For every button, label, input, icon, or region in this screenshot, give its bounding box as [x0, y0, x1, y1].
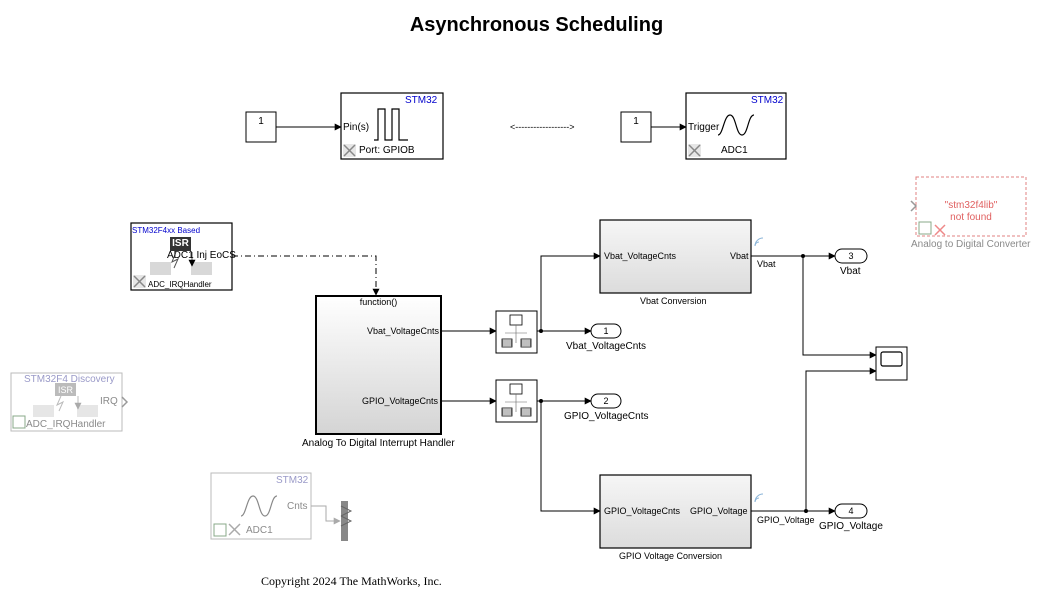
- outport-label-4: GPIO_Voltage: [819, 521, 883, 532]
- disabled-mark-icon: [133, 275, 146, 288]
- missing-library-block[interactable]: [915, 176, 1027, 237]
- outport-block-1[interactable]: [590, 323, 622, 339]
- diagram-title: Asynchronous Scheduling: [409, 14, 664, 36]
- vbat-conv-in-label: Vbat_VoltageCnts: [604, 251, 677, 261]
- isr-header: STM32F4xx Based: [132, 226, 201, 235]
- signal-line-vbat-to-scope[interactable]: [802, 256, 877, 359]
- vbat-conv-out-label: Vbat: [730, 251, 749, 261]
- missing-lib-text-2: not found: [950, 212, 992, 223]
- adc-faded-port-label: Cnts: [287, 501, 308, 512]
- missing-block-label: Analog to Digital Converter: [911, 239, 1031, 250]
- vbat-conversion-subsystem[interactable]: [599, 219, 752, 294]
- function-call-line[interactable]: [232, 255, 380, 296]
- outport-block-2[interactable]: [590, 393, 622, 409]
- isr-event-label: ADC1 Inj EoCS: [167, 250, 236, 261]
- isr-lightning-icon: [171, 251, 180, 269]
- outport-num-1: 1: [603, 326, 609, 336]
- dashed-arrow-text: <------------------>: [510, 122, 575, 132]
- rate-transition-block-1[interactable]: [495, 310, 538, 354]
- outport-label-1: Vbat_VoltageCnts: [566, 341, 647, 352]
- gpio-conv-label: GPIO Voltage Conversion: [619, 551, 723, 561]
- adc-faded-label: ADC1: [246, 525, 273, 536]
- isr-badge-text: ISR: [172, 238, 189, 249]
- scope-block[interactable]: [875, 346, 908, 381]
- signal-line-to-gpio-conversion[interactable]: [540, 401, 601, 515]
- isr-badge-icon: [55, 383, 76, 396]
- gpio-signal-label: GPIO_Voltage: [757, 515, 815, 525]
- interrupt-handler-subsystem[interactable]: [315, 295, 442, 435]
- subsystem-out2-label: GPIO_VoltageCnts: [362, 396, 439, 406]
- terminator-block[interactable]: [340, 501, 353, 541]
- disabled-flags-icon: [213, 523, 241, 537]
- outport-block-3[interactable]: [834, 248, 868, 264]
- discovery-output-chevron-icon: [121, 396, 129, 408]
- vbat-signal-label: Vbat: [757, 259, 776, 269]
- port-label-trigger: Trigger: [688, 122, 720, 133]
- copyright-text: Copyright 2024 The MathWorks, Inc.: [261, 574, 442, 588]
- outport-num-2: 2: [603, 396, 609, 406]
- gpio-conversion-subsystem[interactable]: [599, 474, 752, 549]
- percent-flag-icon: [12, 415, 26, 429]
- discovery-header: STM32F4 Discovery: [24, 374, 115, 385]
- sine-waveform-icon: [717, 114, 755, 136]
- constant-block-1[interactable]: [245, 111, 277, 143]
- signal-logging-icon: [754, 237, 764, 247]
- adc-faded-block[interactable]: [210, 472, 312, 540]
- pulse-waveform-icon: [374, 108, 408, 141]
- constant-block-2[interactable]: [620, 111, 652, 143]
- isr-handler-label: ADC_IRQHandler: [148, 280, 212, 289]
- adc1-label: ADC1: [721, 145, 748, 156]
- missing-flags-icon: [918, 221, 946, 236]
- isr-badge-icon: [170, 237, 191, 251]
- subsystem-out1-label: Vbat_VoltageCnts: [367, 326, 440, 336]
- isr-block[interactable]: [130, 222, 233, 291]
- isr-placeholder-left: [33, 405, 54, 417]
- isr-placeholder-left: [150, 262, 171, 275]
- gpio-conv-in-label: GPIO_VoltageCnts: [604, 506, 681, 516]
- outport-num-3: 3: [848, 251, 854, 261]
- discovery-irq-label: IRQ: [100, 396, 118, 407]
- constant-value-1: 1: [258, 116, 264, 127]
- isr-placeholder-right: [191, 262, 212, 275]
- constant-value-2: 1: [633, 116, 639, 127]
- function-trigger-label: function(): [359, 297, 398, 307]
- discovery-isr-block[interactable]: [10, 372, 123, 432]
- disabled-mark-icon: [688, 144, 701, 157]
- gpio-conv-out-label: GPIO_Voltage: [690, 506, 748, 516]
- signal-line-adc-faded[interactable]: [311, 505, 341, 525]
- port-gpiob-label: Port: GPIOB: [359, 145, 415, 156]
- stm32-label: STM32: [405, 95, 438, 106]
- signal-line-gpio-to-scope[interactable]: [805, 367, 877, 511]
- outport-block-4[interactable]: [834, 503, 868, 519]
- signal-logging-icon: [754, 493, 764, 503]
- signal-line-to-vbat-conversion[interactable]: [540, 252, 601, 331]
- missing-input-chevron-icon: [910, 200, 918, 212]
- missing-lib-text-1: "stm32f4lib": [944, 200, 998, 211]
- disabled-mark-icon: [343, 144, 356, 157]
- subsystem-label: Analog To Digital Interrupt Handler: [302, 438, 455, 449]
- vbat-conv-label: Vbat Conversion: [640, 296, 707, 306]
- isr-placeholder-right: [77, 405, 98, 417]
- outport-label-2: GPIO_VoltageCnts: [564, 411, 649, 422]
- discovery-isr-text: ISR: [57, 385, 73, 395]
- discovery-handler-label: ADC_IRQHandler: [26, 419, 106, 430]
- outport-num-4: 4: [848, 506, 854, 516]
- outport-label-3: Vbat: [840, 266, 861, 277]
- stm32-label-faded: STM32: [276, 475, 309, 486]
- rate-transition-block-2[interactable]: [495, 379, 538, 423]
- stm32-label: STM32: [751, 95, 784, 106]
- sine-waveform-icon: [240, 495, 278, 517]
- isr-lightning-icon: [55, 395, 65, 412]
- port-label-pins: Pin(s): [343, 122, 370, 133]
